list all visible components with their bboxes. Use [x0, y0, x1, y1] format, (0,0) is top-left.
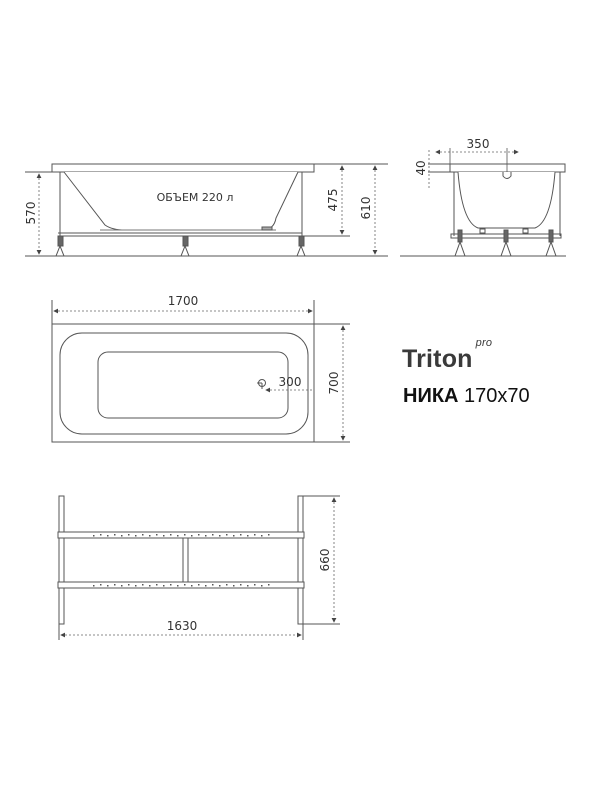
top-view [51, 300, 350, 443]
leg-foot-center [180, 235, 190, 257]
dim-frame-width: 660 [318, 549, 332, 572]
dim-leg-height: 570 [24, 202, 38, 225]
frame-view [57, 495, 305, 625]
model-size: 170x70 [464, 385, 530, 407]
dim-drain-to-edge: 300 [279, 375, 302, 389]
leg-foot-right [296, 235, 306, 257]
side-view [25, 163, 388, 257]
volume-label: ОБЪЕМ 220 л [157, 191, 234, 204]
end-view [400, 163, 566, 257]
model-name: НИКА [403, 385, 459, 407]
leg-foot-left [55, 235, 65, 257]
dim-frame-length: 1630 [167, 619, 198, 633]
brand-suffix: pro [475, 336, 493, 349]
dim-drain-offset: 350 [467, 137, 490, 151]
end-leg-center [500, 229, 512, 257]
dim-total-height: 610 [359, 197, 373, 220]
dim-length: 1700 [168, 294, 199, 308]
end-leg-right [545, 229, 557, 257]
brand-logo: Tritonpro [402, 337, 492, 374]
frame-holes [93, 534, 270, 587]
dim-width: 700 [327, 372, 341, 395]
model-title: НИКА 170x70 [403, 385, 530, 408]
brand-name: Triton [402, 345, 473, 373]
dim-rim-thickness: 40 [414, 160, 428, 175]
dim-depth: 475 [326, 189, 340, 212]
end-leg-left [454, 229, 466, 257]
